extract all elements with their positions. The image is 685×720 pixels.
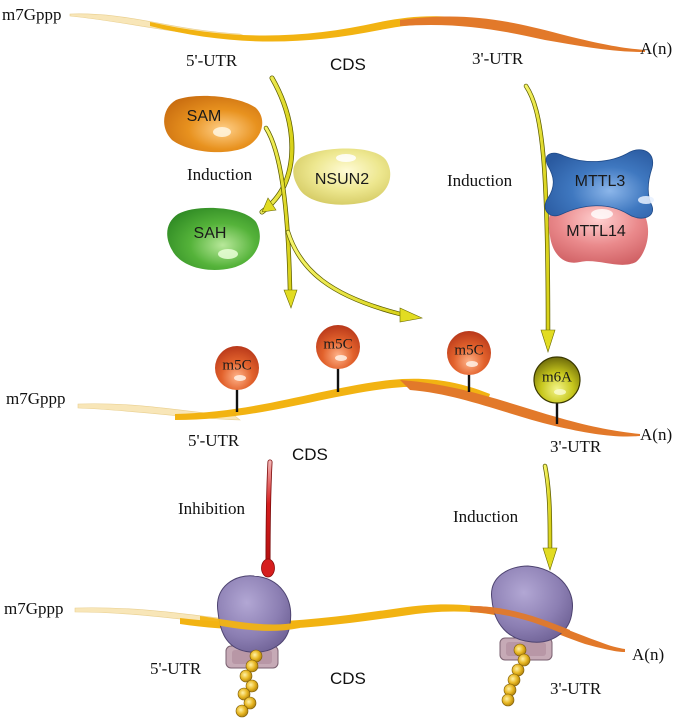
peptide-chain-right <box>501 643 531 707</box>
inhibition-arrow <box>261 459 275 578</box>
strand-top-cds-label: CDS <box>330 55 366 74</box>
ribosome-right-strand-overlay <box>470 606 570 636</box>
ribosome-left-strand-overlay <box>200 616 300 631</box>
nsun2-label: NSUN2 <box>315 171 369 188</box>
induction-left-label: Induction <box>187 165 253 184</box>
strand-mid-5utr-label: 5'-UTR <box>188 431 240 450</box>
induction-bottom-label: Induction <box>453 507 519 526</box>
m6a-marker: m6A <box>533 356 581 424</box>
m5c-marker-3: m5C <box>447 331 491 392</box>
strand-top-5utr-label: 5'-UTR <box>186 51 238 70</box>
strand-mid-cds-label: CDS <box>292 445 328 464</box>
mttl14-blob: MTTL14 <box>548 199 649 265</box>
peptide-chain-left <box>235 649 263 718</box>
mrna-strand-middle <box>77 378 640 437</box>
inhibition-label: Inhibition <box>178 499 246 518</box>
strand-bot-5utr-label: 5'-UTR <box>150 659 202 678</box>
strand-mid-3utr-label: 3'-UTR <box>550 437 602 456</box>
m5c-label-3: m5C <box>454 342 483 358</box>
mttl3-blob: MTTL3 <box>544 149 654 219</box>
arrow-5utr-to-sah <box>259 75 295 215</box>
mrna-strand-top <box>69 13 645 52</box>
strand-mid-cap-label: m7Gppp <box>6 389 66 408</box>
arrow-sam-to-cds <box>263 125 298 309</box>
m6a-label: m6A <box>542 369 572 385</box>
strand-bot-tail-label: A(n) <box>632 645 665 664</box>
strand-top-3utr-label: 3'-UTR <box>472 49 524 68</box>
nsun2-blob: NSUN2 <box>293 148 391 205</box>
sah-blob: SAH <box>167 207 260 270</box>
sam-label: SAM <box>187 108 222 125</box>
strand-mid-tail-label: A(n) <box>640 425 673 444</box>
sam-blob: SAM <box>164 95 263 153</box>
strand-mid-3utr-segment <box>400 380 640 437</box>
sah-label: SAH <box>194 225 227 242</box>
m5c-marker-1: m5C <box>215 346 259 412</box>
strand-top-3utr-segment <box>400 16 645 52</box>
induction-arrow-bottom <box>542 463 558 571</box>
mttl3-label: MTTL3 <box>575 173 626 190</box>
arrow-to-3utr-m5c <box>285 229 423 323</box>
strand-top-tail-label: A(n) <box>640 39 673 58</box>
m5c-label-2: m5C <box>323 336 352 352</box>
strand-bot-3utr-label: 3'-UTR <box>550 679 602 698</box>
strand-top-cap-label: m7Gppp <box>2 5 62 24</box>
m5c-label-1: m5C <box>222 357 251 373</box>
arrow-3utr-to-m6a <box>523 83 556 353</box>
strand-bot-cap-label: m7Gppp <box>4 599 64 618</box>
strand-mid-cds-segment <box>175 378 490 420</box>
m5c-marker-2: m5C <box>316 325 360 392</box>
strand-bot-cds-label: CDS <box>330 669 366 688</box>
mttl14-label: MTTL14 <box>566 223 626 240</box>
induction-right-label: Induction <box>447 171 513 190</box>
